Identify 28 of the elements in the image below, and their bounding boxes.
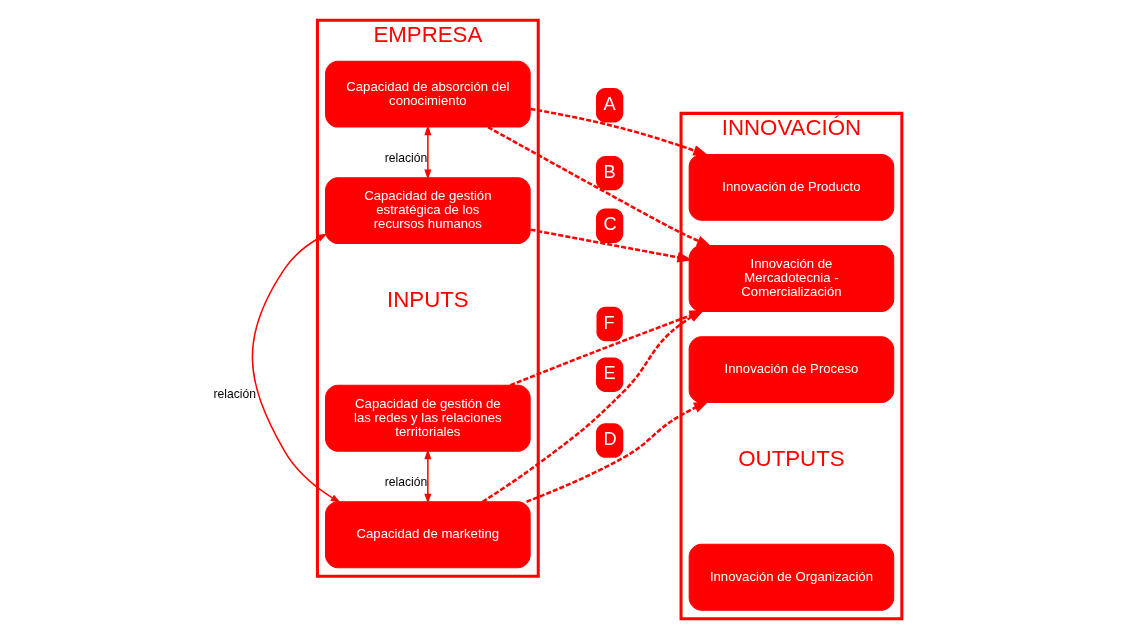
- arrow: [487, 126, 712, 248]
- edge-label: A: [603, 92, 616, 114]
- edge-label: C: [603, 213, 617, 235]
- arrow: [509, 310, 705, 387]
- node-box: Innovación de Organización: [688, 543, 895, 611]
- arrow: [424, 449, 432, 504]
- edge-label: E: [603, 362, 616, 384]
- node-box: Capacidad de marketing: [325, 501, 531, 569]
- arrow: [481, 309, 705, 503]
- edge-label: relación: [213, 386, 257, 401]
- arrow: [526, 400, 709, 503]
- edge-label: D: [603, 427, 617, 449]
- node-box: Innovación de Producto: [688, 153, 895, 221]
- edge-label: F: [603, 311, 615, 333]
- node-box: Capacidad de gestión de las redes y las relaciones territoriales: [325, 384, 531, 452]
- node-box: Innovación de Proceso: [688, 336, 895, 404]
- node-box: Capacidad de absorción del conocimiento: [325, 60, 531, 128]
- arrow: [424, 125, 432, 180]
- edge-label: relación: [384, 475, 428, 490]
- arrow: [530, 228, 693, 263]
- arrow: [251, 233, 341, 503]
- node-label: INPUTS: [387, 287, 469, 313]
- edge-label: relación: [384, 151, 428, 166]
- arrow: [530, 107, 709, 156]
- node-box: Capacidad de gestión estratégica de los recursos humanos: [325, 177, 531, 245]
- node-label: OUTPUTS: [738, 446, 845, 472]
- node-box: Innovación de Mercadotecnia - Comercialización: [688, 245, 895, 312]
- edge-label: B: [603, 160, 616, 182]
